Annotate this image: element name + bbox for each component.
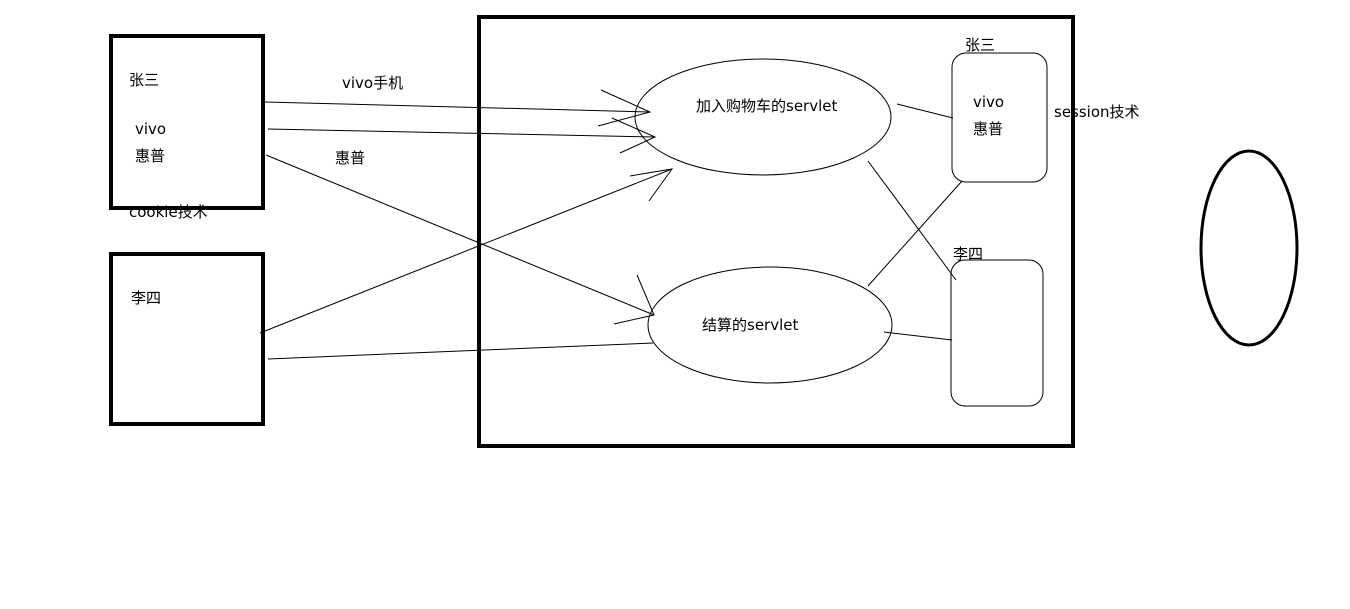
arrowhead-checkout	[613, 274, 655, 325]
checkout-servlet-ellipse	[647, 266, 893, 384]
client-name-lisi: 李四	[131, 289, 162, 307]
cookie-note: cookie技术	[129, 203, 208, 221]
arrow-zhangsan-checkout	[265, 154, 655, 316]
client-item-vivo: vivo	[135, 120, 167, 138]
arrow-label-huipu: 惠普	[335, 149, 366, 167]
session-note: session技术	[1054, 103, 1140, 121]
arrowhead-vivo	[597, 89, 652, 127]
session-box-lisi	[950, 259, 1044, 407]
arrowhead-huipu	[611, 117, 657, 154]
session-item-vivo: vivo	[973, 93, 1005, 111]
client-item-huipu: 惠普	[135, 147, 166, 165]
arrow-zhangsan-huipu	[267, 128, 656, 138]
client-box-zhangsan	[109, 34, 265, 210]
servlet-label-add-cart: 加入购物车的servlet	[696, 97, 838, 115]
arrow-label-vivo: vivo手机	[342, 74, 404, 92]
client-name-zhangsan: 张三	[129, 71, 160, 89]
arrowhead-lisi-addcart	[629, 168, 674, 202]
session-name-lisi: 李四	[953, 245, 984, 263]
connector-addcart-lisi	[867, 160, 957, 281]
client-box-lisi	[109, 252, 265, 426]
connector-checkout-zhangsan	[867, 180, 963, 287]
session-connectors	[867, 103, 963, 341]
servlet-label-checkout: 结算的servlet	[702, 316, 799, 334]
session-item-huipu: 惠普	[973, 120, 1004, 138]
standalone-ellipse	[1199, 149, 1299, 347]
connector-addcart-zhangsan	[896, 103, 954, 119]
arrow-lisi-checkout	[267, 342, 654, 360]
server-box	[477, 15, 1075, 448]
session-name-zhangsan: 张三	[965, 36, 996, 54]
add-cart-servlet-ellipse	[634, 58, 892, 176]
session-box-zhangsan	[951, 52, 1048, 183]
arrow-lisi-addcart	[259, 168, 673, 334]
connector-checkout-lisi	[883, 331, 953, 341]
request-arrows	[259, 89, 674, 360]
arrow-zhangsan-vivo	[264, 101, 651, 113]
